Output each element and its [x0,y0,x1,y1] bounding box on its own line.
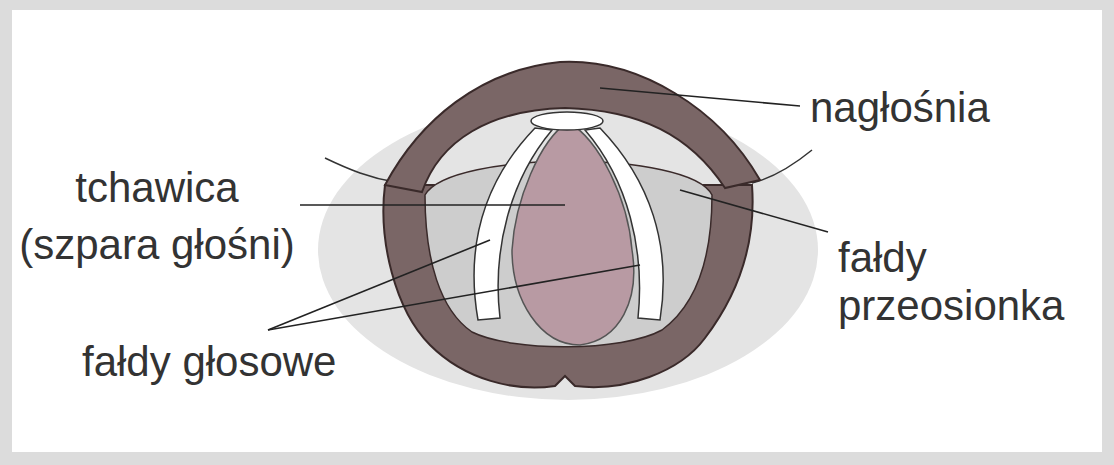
glottis [512,122,634,345]
part-label: fałdy głosowe [82,334,336,390]
epiglottis [385,62,760,192]
leader-line [268,265,640,330]
leader-line [600,88,800,106]
leader-line [680,190,828,232]
shadow-halo [318,100,818,400]
aryepiglottic-fold [325,158,395,182]
leader-line [268,240,490,330]
trachea-ring [531,112,603,130]
part-label: nagłośnia [810,80,990,136]
part-label: tchawica (szpara głośni) [16,159,298,273]
aryepiglottic-fold [752,150,812,183]
background-panel [12,10,1102,452]
leader-line [300,204,565,206]
part-label: fałdy przeosionka [838,234,1071,330]
